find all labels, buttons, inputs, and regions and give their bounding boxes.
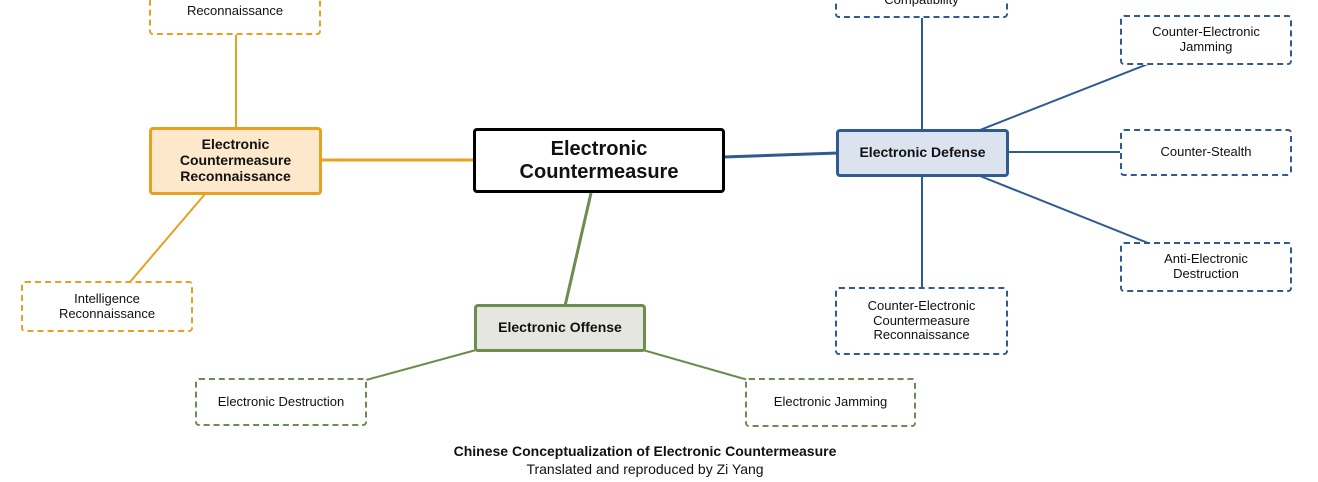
node-compatibility: Compatibility: [835, 0, 1008, 18]
node-anti-electronic-destruction: Anti-Electronic Destruction: [1120, 242, 1292, 292]
link-recon-intel: [129, 193, 206, 283]
node-electronic-offense: Electronic Offense: [474, 304, 646, 352]
link-center-offense: [563, 192, 593, 307]
node-counter-countermeasure-reconnaissance: Counter-Electronic Countermeasure Reconn…: [835, 287, 1008, 355]
link-defense-jamming: [979, 63, 1149, 131]
node-reconnaissance-top: Reconnaissance: [149, 0, 321, 35]
node-counter-stealth: Counter-Stealth: [1120, 129, 1292, 176]
node-intelligence-reconnaissance: Intelligence Reconnaissance: [21, 281, 193, 332]
node-electronic-countermeasure: Electronic Countermeasure: [473, 128, 725, 193]
node-electronic-destruction: Electronic Destruction: [195, 378, 367, 426]
link-center-defense: [723, 151, 839, 159]
caption-credit: Translated and reproduced by Zi Yang: [526, 461, 764, 477]
link-offense-jamming: [642, 349, 749, 381]
node-countermeasure-reconnaissance: Electronic Countermeasure Reconnaissance: [149, 127, 322, 195]
node-electronic-jamming: Electronic Jamming: [745, 378, 916, 427]
link-defense-destruction: [979, 175, 1149, 244]
caption-title: Chinese Conceptualization of Electronic …: [453, 443, 837, 459]
node-electronic-defense: Electronic Defense: [836, 129, 1009, 177]
link-offense-destruction: [365, 349, 477, 381]
node-counter-electronic-jamming: Counter-Electronic Jamming: [1120, 15, 1292, 65]
